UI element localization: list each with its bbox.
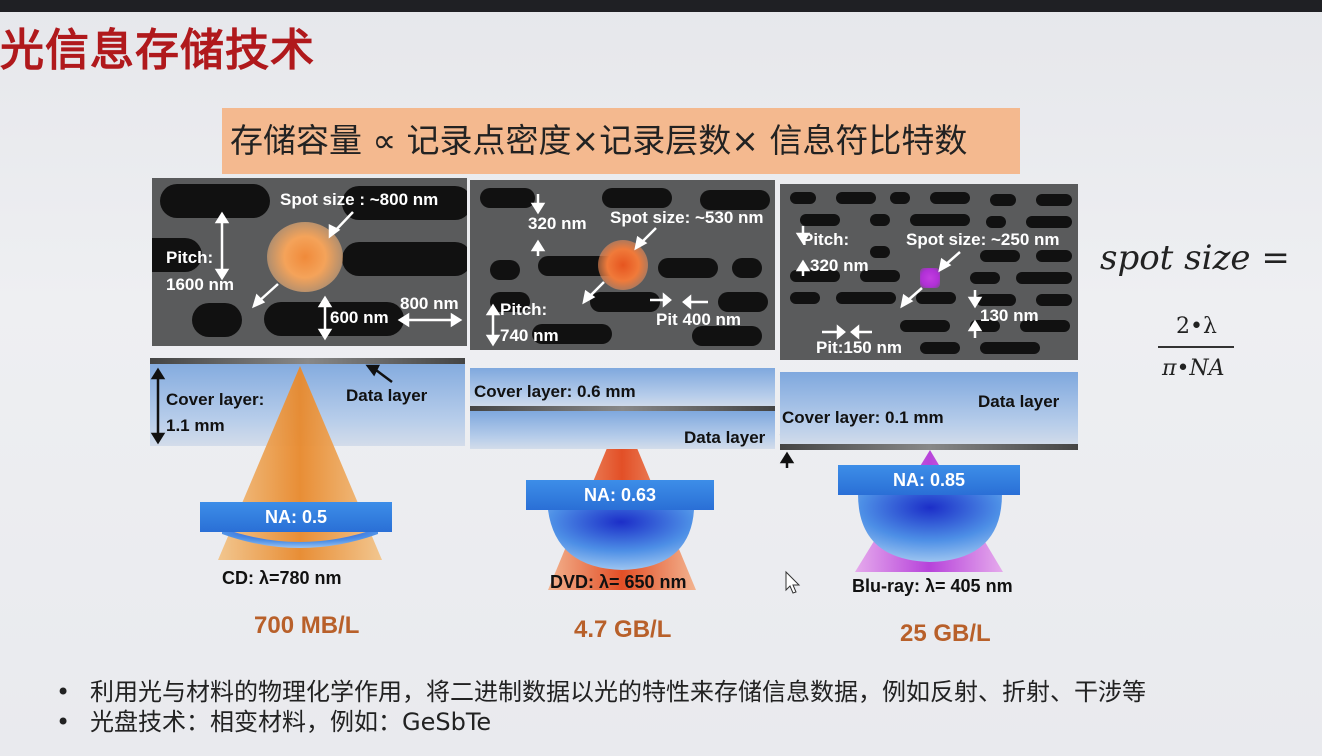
cd-na-label: NA: 0.5 [200, 502, 392, 532]
bluray-laser-spot [920, 268, 940, 288]
dvd-pitch-label: Pitch: [500, 300, 548, 319]
bluray-pitch-value: 320 nm [810, 256, 869, 275]
dvd-wavelength: DVD: λ= 650 nm [550, 572, 687, 592]
bluray-spot-label: Spot size: ~250 nm [906, 230, 1060, 249]
dvd-lens [548, 510, 694, 570]
equation-numerator: 2•λ [1176, 314, 1217, 339]
dvd-spot-label: Spot size: ~530 nm [610, 208, 764, 227]
slide-title: 光信息存储技术 [0, 25, 315, 76]
bullet-text: 光盘技术：相变材料，例如：GeSbTe [90, 708, 492, 736]
bullet-dot: • [56, 678, 71, 706]
dvd-track-label: 320 nm [528, 214, 587, 233]
dvd-pitch-value: 740 nm [500, 326, 559, 345]
cd-pitch-value: 1600 nm [166, 275, 235, 294]
top-bar [0, 0, 1322, 12]
cd-pit-panel: Spot size : ~800 nm Pitch: 1600 nm 600 n… [152, 178, 467, 346]
equation-lhs: spot size = [1100, 238, 1290, 278]
cd-data-layer-label: Data layer [346, 386, 428, 405]
bluray-data-layer-label: Data layer [978, 392, 1060, 411]
dvd-data-layer [470, 406, 775, 411]
bluray-wavelength: Blu-ray: λ= 405 nm [852, 576, 1013, 596]
cd-capacity: 700 MB/L [254, 612, 360, 639]
cd-depth-label: 600 nm [330, 308, 389, 327]
dvd-pit-panel: 320 nm Spot size: ~530 nm Pitch: 740 nm … [470, 180, 775, 350]
dvd-cover-label: Cover layer: 0.6 mm [474, 382, 636, 401]
cd-spot-label: Spot size : ~800 nm [280, 190, 439, 209]
bluray-lens [858, 494, 1002, 562]
bullet-text: 利用光与材料的物理化学作用，将二进制数据以光的特性来存储信息数据，例如反射、折射… [90, 678, 1146, 706]
bluray-na-label: NA: 0.85 [838, 465, 1020, 495]
dvd-pit-label: Pit 400 nm [656, 310, 742, 329]
cd-cover-value: 1.1 mm [166, 416, 225, 435]
cd-wavelength: CD: λ=780 nm [222, 568, 342, 588]
capacity-formula-banner: 存储容量 ∝ 记录点密度×记录层数× 信息符比特数 [222, 108, 1020, 174]
bluray-depth-label: 130 nm [980, 306, 1039, 325]
cd-cover-label: Cover layer: [166, 390, 265, 409]
dvd-na-label: NA: 0.63 [526, 480, 714, 510]
cd-pitch-label: Pitch: [166, 248, 214, 267]
bullet-item: • 利用光与材料的物理化学作用，将二进制数据以光的特性来存储信息数据，例如反射、折… [56, 672, 1146, 707]
bluray-cover-label: Cover layer: 0.1 mm [782, 408, 944, 427]
bluray-cover-layer [780, 372, 1078, 446]
cd-data-layer [150, 358, 465, 364]
cd-laser-spot [267, 222, 343, 292]
bullet-dot: • [56, 708, 71, 736]
fraction-bar [1158, 346, 1234, 348]
dvd-substrate [470, 411, 775, 449]
dvd-capacity: 4.7 GB/L [574, 616, 672, 643]
bluray-capacity: 25 GB/L [900, 620, 991, 647]
bluray-data-layer [780, 444, 1078, 450]
bluray-pit-label: Pit:150 nm [816, 338, 902, 357]
dvd-data-layer-label: Data layer [684, 428, 766, 447]
bluray-pit-panel: Pitch: 320 nm Spot size: ~250 nm 130 nm … [780, 184, 1078, 360]
bullet-item: • 光盘技术：相变材料，例如：GeSbTe [56, 702, 491, 737]
cd-pit-label: 800 nm [400, 294, 459, 313]
dvd-laser-spot [598, 240, 648, 290]
equation-denominator: π•NA [1162, 356, 1225, 381]
bluray-pitch-label: Pitch: [802, 230, 850, 249]
dvd-cover-layer [470, 368, 775, 408]
